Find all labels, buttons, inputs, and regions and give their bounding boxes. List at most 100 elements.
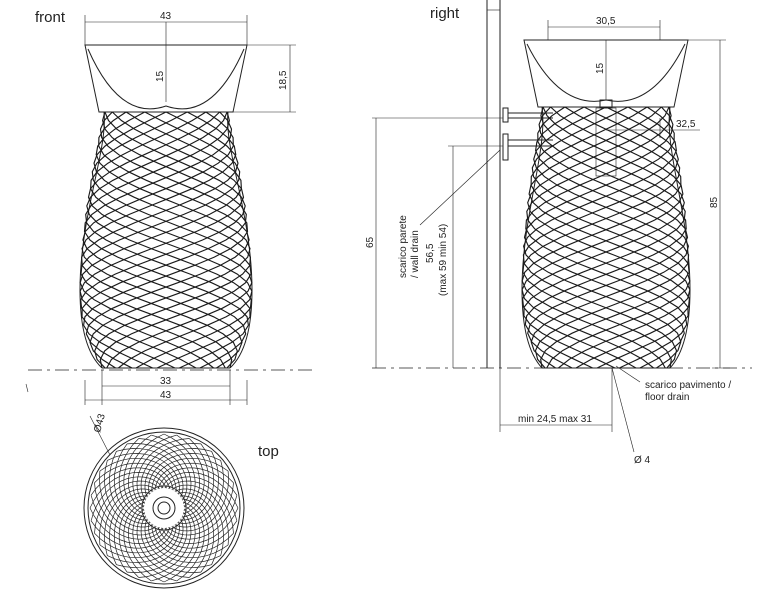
top-wire-strand: [136, 512, 190, 578]
wire-strand: [93, 111, 251, 369]
top-wire-strand: [151, 434, 196, 508]
wire-strand: [524, 106, 687, 369]
top-wire-strand: [174, 460, 224, 528]
top-wire-net: [89, 433, 239, 583]
top-wire-strand: [151, 508, 196, 582]
top-wire-strand: [179, 443, 215, 521]
top-wire-strand: [126, 443, 188, 501]
top-wire-strand: [151, 523, 229, 559]
top-wire-strand: [140, 443, 202, 501]
front-top-width-label: 43: [160, 11, 172, 22]
top-wire-strand: [104, 460, 154, 528]
right-lattice-body: [521, 106, 691, 369]
top-wire-strand: [90, 476, 164, 521]
top-wire-strand: [168, 482, 234, 536]
wire-strand: [87, 111, 253, 369]
wire-strand: [79, 111, 245, 369]
wire-strand: [522, 106, 682, 369]
front-basin-depth-label: 15: [155, 70, 166, 82]
top-wire-strand: [118, 438, 147, 518]
top-wire-strand: [157, 520, 238, 549]
right-view: right 30,5 15: [365, 0, 752, 466]
top-wire-strand: [157, 467, 238, 496]
right-basin-depth-label: 15: [595, 62, 606, 74]
wire-strand: [522, 106, 681, 369]
top-wire-strand: [161, 507, 239, 544]
right-drain-height-range: (max 59 min 54): [438, 224, 449, 296]
top-view-title: top: [258, 443, 279, 460]
wire-strand: [83, 111, 250, 369]
wire-strand: [525, 106, 688, 369]
top-wire-strand: [107, 521, 180, 563]
right-pipe-diameter-dimension: Ø 4: [611, 367, 651, 466]
front-bowl-height-label: 18,5: [278, 70, 289, 90]
top-wire-strand: [99, 470, 157, 532]
top-wire-strand: [174, 488, 224, 556]
front-top-width-dimension: 43: [84, 11, 248, 102]
wire-strand: [528, 106, 691, 369]
top-wire-strand: [164, 476, 238, 521]
top-wire-strand: [138, 438, 192, 504]
wire-strand: [80, 111, 246, 369]
top-diameter-label: Ø43: [92, 412, 108, 434]
wire-strand: [79, 111, 242, 369]
top-wire-strand: [94, 480, 160, 534]
top-drain-inner: [157, 501, 171, 515]
right-wall-drain-height-dimension: 65: [365, 117, 503, 368]
right-floor-drain-italian: scarico pavimento /: [645, 380, 731, 391]
top-wire-strand: [118, 498, 147, 578]
front-floor-tick: [25, 383, 29, 393]
top-wire-strand: [164, 495, 238, 540]
wire-strand: [80, 111, 241, 369]
wire-strand: [527, 106, 689, 369]
top-wire-strand: [132, 508, 177, 582]
right-wall-drain-height-label: 65: [365, 236, 376, 248]
wire-strand: [81, 111, 239, 369]
right-wall: [486, 0, 501, 368]
right-wall-distance-dimension: min 24,5 max 31: [499, 368, 613, 432]
wire-strand: [521, 106, 682, 369]
top-wire-strand: [104, 488, 154, 556]
wire-strand: [530, 106, 691, 369]
right-drain-height-label: 56,5: [425, 243, 436, 263]
top-wire-strand: [90, 467, 171, 496]
top-wire-strand: [89, 507, 167, 544]
top-wire-strand: [136, 438, 190, 504]
top-outer-rim: [83, 427, 245, 589]
front-bowl-height-dimension: 18,5: [233, 44, 296, 113]
front-base-dimensions: 33 43: [84, 370, 248, 405]
top-wire-strand: [177, 451, 219, 524]
front-base-outer-label: 43: [160, 390, 172, 401]
top-wire-strand: [179, 495, 215, 573]
top-wire-strand: [116, 448, 184, 498]
wire-strand: [85, 111, 251, 369]
top-wire-strand: [99, 523, 177, 559]
top-wire-strand: [176, 501, 205, 582]
wire-strand: [90, 111, 253, 369]
front-view-title: front: [35, 9, 66, 26]
right-wire-net: [521, 106, 691, 369]
top-wire-strand: [107, 453, 180, 495]
top-wire-strand: [132, 434, 177, 508]
top-wire-strand: [126, 515, 188, 573]
right-floor-drain-english: floor drain: [645, 392, 689, 403]
wire-strand: [526, 106, 689, 369]
top-drain-outer: [152, 496, 176, 520]
right-top-width-dimension: 30,5: [547, 16, 661, 40]
top-wire-strand: [123, 434, 152, 515]
top-wire-strand: [109, 451, 151, 524]
right-floor-drain-note: scarico pavimento / floor drain: [615, 365, 731, 403]
top-wire-strand: [181, 438, 210, 518]
right-top-width-label: 30,5: [596, 16, 616, 27]
right-waste-offset-label: 32,5: [676, 119, 696, 130]
right-wall-drain-note: scarico parete / wall drain: [398, 215, 421, 278]
front-base-inner-label: 33: [160, 376, 172, 387]
right-basin-bowl: 15: [523, 39, 689, 177]
top-wire-strand: [128, 433, 165, 511]
top-wire-strand: [90, 520, 171, 549]
right-view-title: right: [430, 5, 460, 22]
top-diameter-dimension: Ø43: [89, 412, 111, 456]
top-wire-strand: [168, 480, 234, 534]
right-drain-height-dimension: 56,5 (max 59 min 54): [425, 145, 503, 368]
